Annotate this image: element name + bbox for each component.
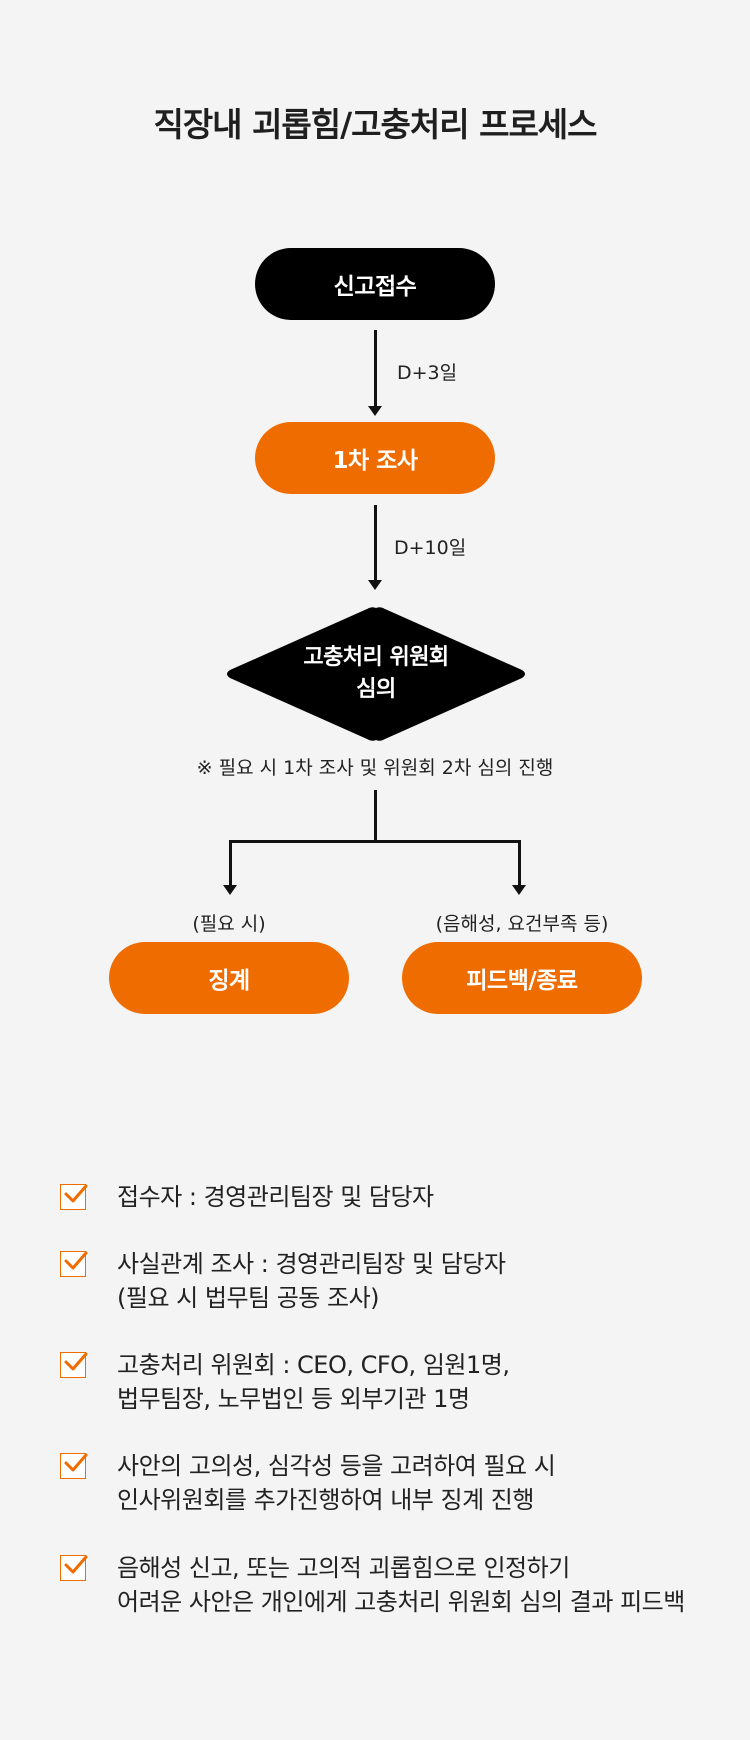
flow-step-report-received: 신고접수	[255, 248, 495, 320]
checklist-line: 인사위원회를 추가진행하여 내부 징계 진행	[117, 1486, 534, 1514]
check-icon	[60, 1352, 88, 1378]
decision-label-line1: 고충처리 위원회	[303, 645, 449, 670]
edge-label-d3: D+3일	[397, 362, 458, 384]
condition-left: (필요 시)	[192, 913, 266, 935]
check-icon	[60, 1453, 88, 1479]
flow-outcome-feedback-close: 피드백/종료	[402, 942, 642, 1014]
flow-outcome-label: 피드백/종료	[466, 968, 578, 994]
page-title: 직장내 괴롭힘/고충처리 프로세스	[153, 105, 597, 144]
checklist-text: 고충처리 위원회 : CEO, CFO, 임원1명, 법무팀장, 노무법인 등 외…	[117, 1348, 750, 1416]
connector-line	[374, 330, 377, 410]
check-icon	[60, 1555, 88, 1581]
branch-line	[229, 840, 521, 843]
edge-label-d10: D+10일	[394, 537, 467, 559]
checklist-line: 음해성 신고, 또는 고의적 괴롭힘으로 인정하기	[117, 1554, 570, 1582]
diamond-shape	[227, 607, 525, 741]
flow-step-label: 1차 조사	[332, 448, 419, 474]
checklist-line: 법무팀장, 노무법인 등 외부기관 1명	[117, 1385, 470, 1413]
arrow-down-icon	[223, 885, 237, 895]
arrow-down-icon	[368, 406, 382, 416]
flow-step-label: 신고접수	[333, 274, 417, 300]
flow-decision-committee: 고충처리 위원회 심의	[222, 604, 530, 744]
checklist-line: 사실관계 조사 : 경영관리팀장 및 담당자	[117, 1250, 506, 1278]
flow-step-first-investigation: 1차 조사	[255, 422, 495, 494]
checklist-line: 사안의 고의성, 심각성 등을 고려하여 필요 시	[117, 1452, 556, 1480]
condition-right: (음해성, 요건부족 등)	[435, 913, 609, 935]
arrow-down-icon	[368, 580, 382, 590]
connector-line	[374, 505, 377, 585]
checklist-line: 접수자 : 경영관리팀장 및 담당자	[117, 1183, 434, 1211]
checklist-line: 고충처리 위원회 : CEO, CFO, 임원1명,	[117, 1351, 510, 1379]
connector-line-left	[229, 840, 232, 888]
decision-label-line2: 심의	[356, 677, 396, 702]
flow-outcome-label: 징계	[208, 968, 250, 994]
checklist-text: 사실관계 조사 : 경영관리팀장 및 담당자 (필요 시 법무팀 공동 조사)	[117, 1247, 750, 1315]
connector-line	[374, 790, 377, 842]
connector-line-right	[518, 840, 521, 888]
checklist-text: 접수자 : 경영관리팀장 및 담당자	[117, 1180, 750, 1214]
checklist-line: (필요 시 법무팀 공동 조사)	[117, 1284, 380, 1312]
check-icon	[60, 1184, 88, 1210]
checklist-line: 어려운 사안은 개인에게 고충처리 위원회 심의 결과 피드백	[117, 1588, 685, 1616]
check-icon	[60, 1251, 88, 1277]
arrow-down-icon	[512, 885, 526, 895]
flow-outcome-discipline: 징계	[109, 942, 349, 1014]
note-text: ※ 필요 시 1차 조사 및 위원회 2차 심의 진행	[196, 757, 554, 779]
